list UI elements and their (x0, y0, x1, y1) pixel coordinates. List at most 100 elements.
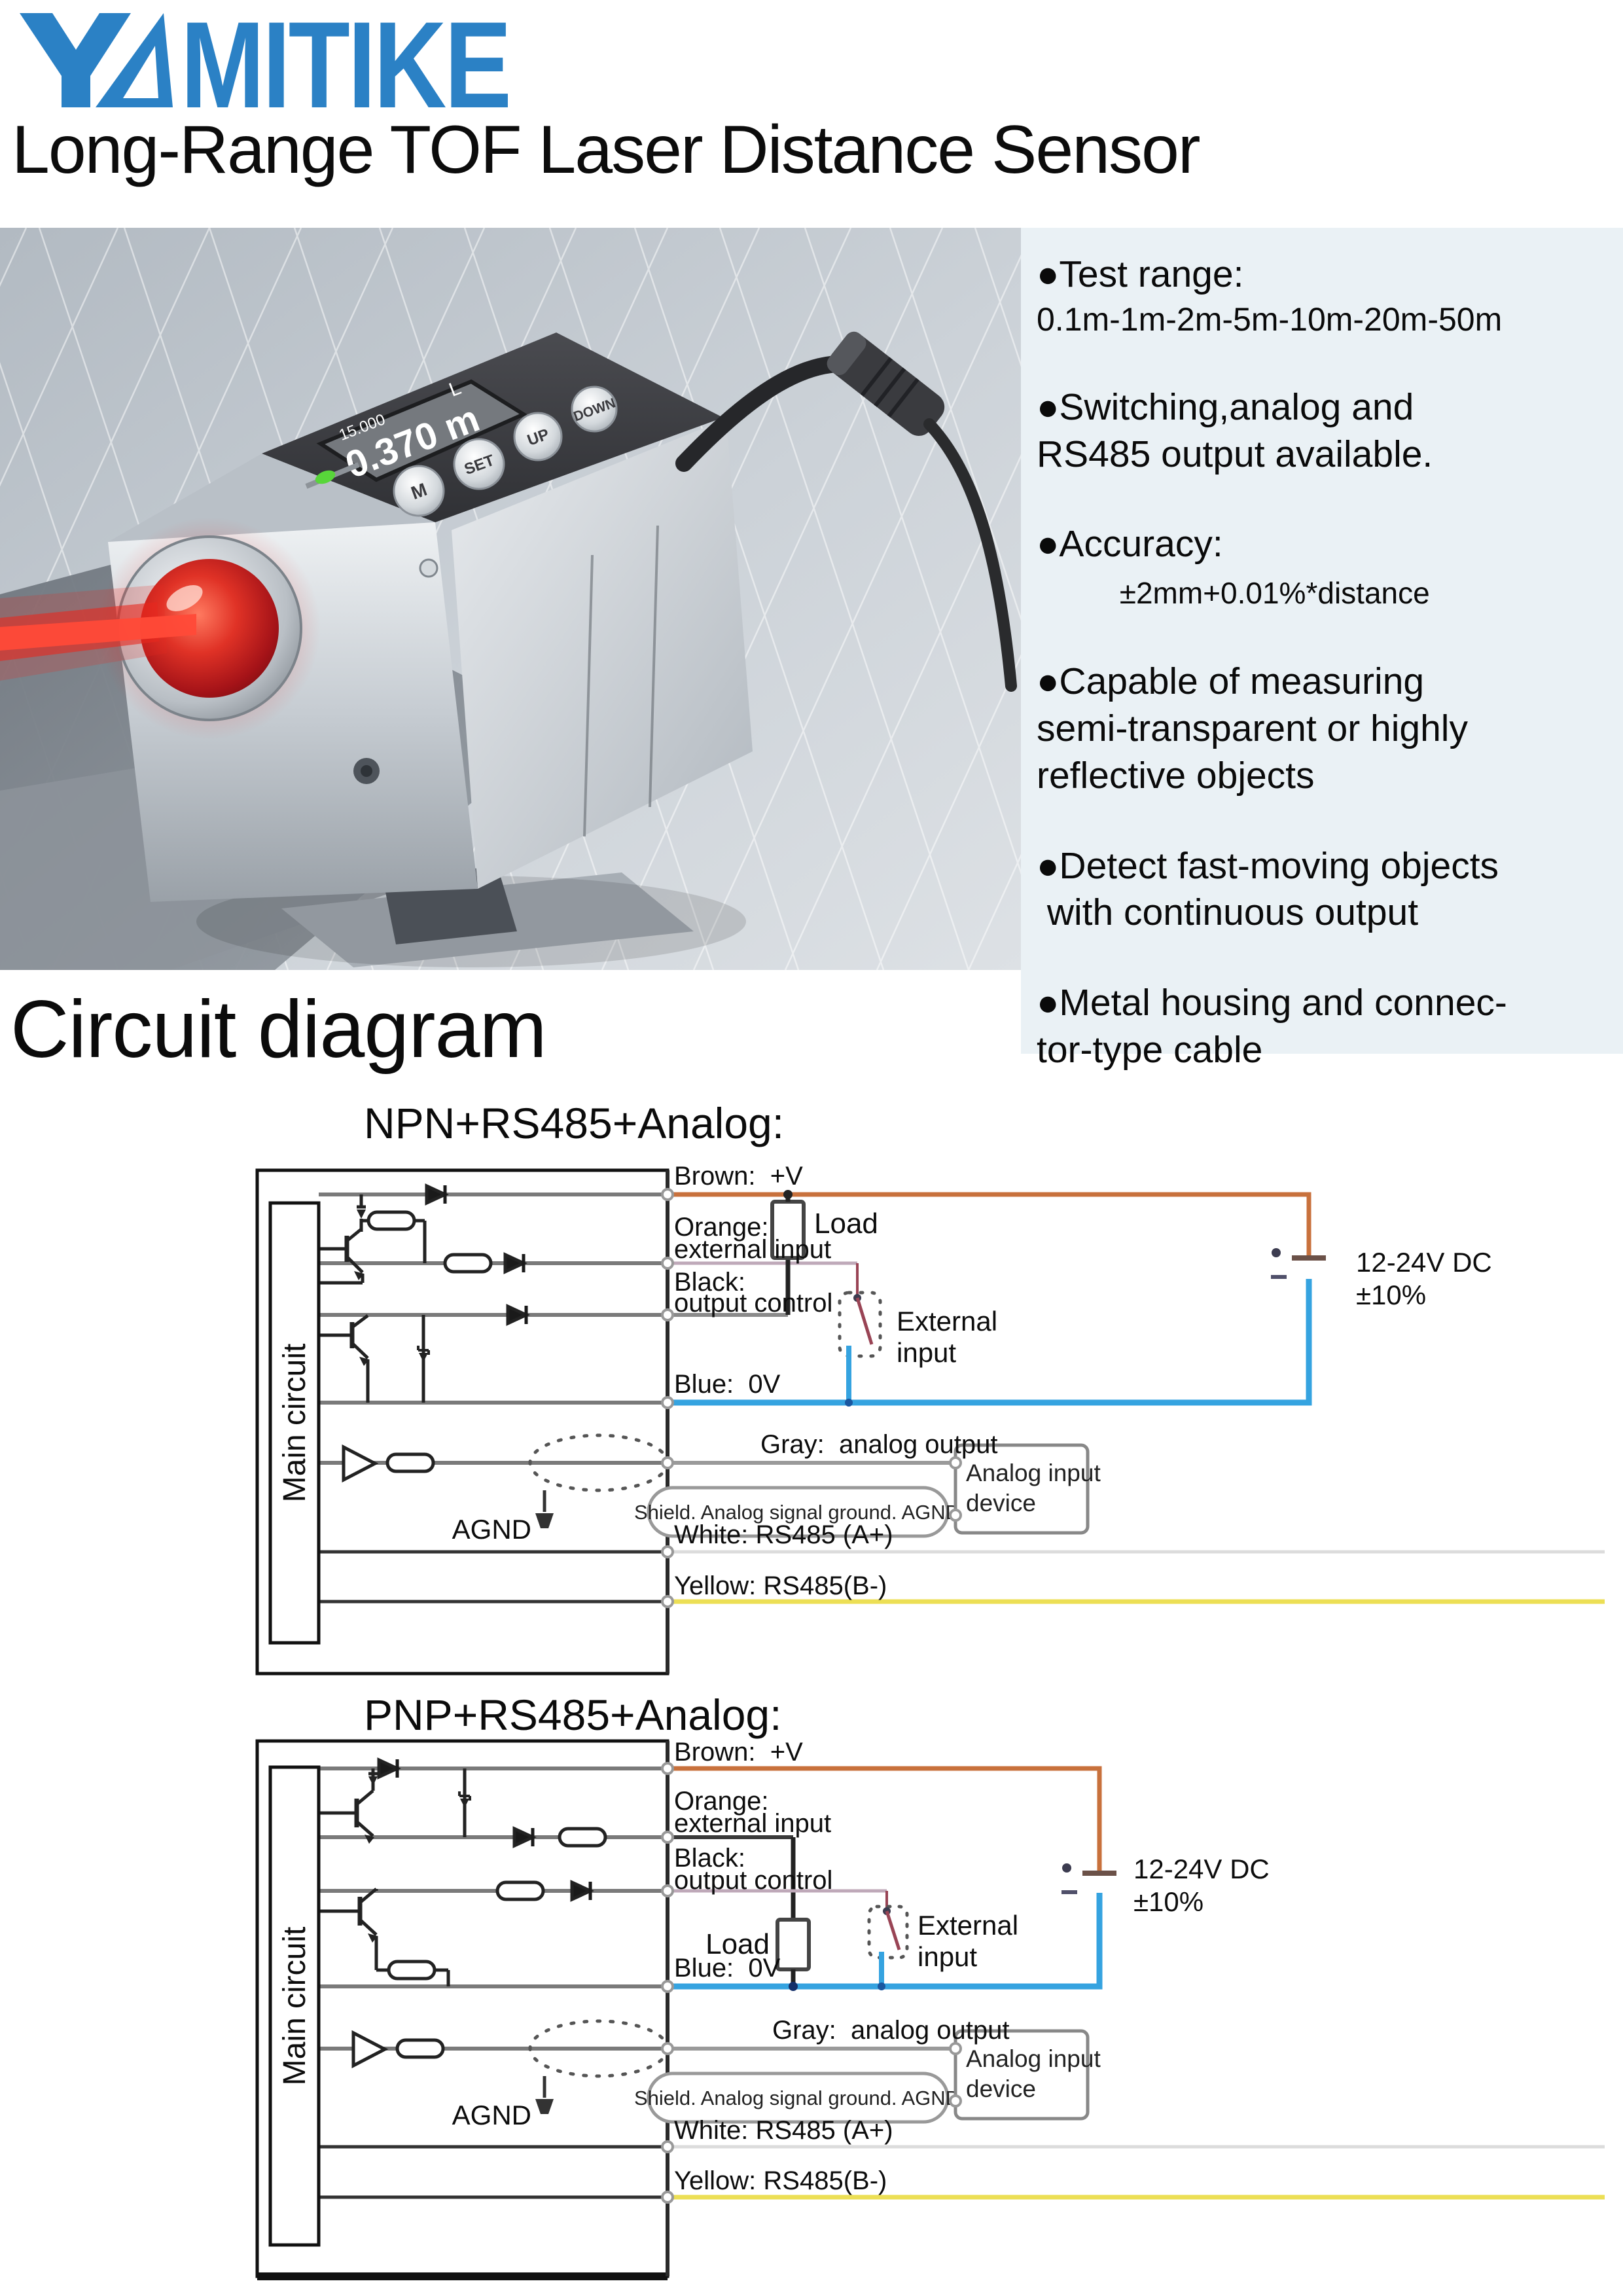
ground-icon (535, 1513, 554, 1528)
rs485-internal-wires (319, 2145, 668, 2199)
device-node (949, 1456, 962, 1469)
black-label: Black: (674, 1844, 745, 1873)
bus-nodes (661, 1762, 674, 2204)
feature-line: semi-transparent or highly (1037, 707, 1468, 749)
feature-value: ±2mm+0.01%*distance (1119, 576, 1430, 611)
pnp-circuit-diagram: Main circuit 12-24V DC ±10% Load Externa… (255, 1738, 1605, 2280)
shield-capsule (647, 1486, 950, 1538)
power-tolerance-label: ±10% (1133, 1886, 1204, 1917)
product-photo: 15.000 L 0.370 m M SET UP DOWN (0, 228, 1021, 970)
gray-label: Gray: analog output (772, 2016, 1009, 2045)
load-box (776, 1918, 811, 1971)
external-input-label: External (897, 1306, 997, 1336)
shadow (196, 876, 746, 967)
pnp-diagram-title: PNP+RS485+Analog: (364, 1691, 782, 1739)
feature-outputs: ●Switching,analog and RS485 output avail… (1037, 384, 1616, 478)
sensor-button-up[interactable] (513, 412, 563, 461)
laser-beam-icon (0, 584, 196, 681)
screw-hole-center (361, 765, 372, 777)
blue-label: Blue: 0V (674, 1954, 781, 1982)
external-input-switch-icon (838, 1291, 882, 1358)
sensor-buttons: M SET UP DOWN (393, 386, 618, 517)
blue-wire (668, 1279, 1312, 1406)
blue-label: Blue: 0V (674, 1370, 781, 1399)
brand-logo: MITIKE (20, 9, 512, 111)
main-circuit-box (268, 1201, 321, 1645)
internal-wires (319, 1193, 668, 1465)
plus-dot-icon (1272, 1248, 1281, 1257)
orange-label: Orange: (674, 1787, 769, 1816)
sensor-button-set[interactable] (453, 438, 505, 490)
section-title: Circuit diagram (10, 984, 547, 1075)
device-node-2 (949, 2094, 962, 2108)
logo-text: MITIKE (181, 9, 510, 111)
feature-line: ●Detect fast-moving objects (1037, 844, 1499, 887)
internal-components (319, 1185, 526, 1483)
features-panel: ●Test range: 0.1m-1m-2m-5m-10m-20m-50m ●… (1021, 228, 1623, 1071)
feature-line: ●Switching,analog and (1037, 386, 1414, 428)
black-label: Black: (674, 1268, 745, 1297)
feature-lead: ●Accuracy: (1037, 523, 1223, 565)
analog-device-label: Analog input (966, 1460, 1101, 1486)
sensor-cable (675, 331, 1017, 692)
analog-device-label: Analog input (966, 2045, 1101, 2072)
main-circuit-label: Main circuit (277, 1927, 312, 2086)
feature-line: ●Capable of measuring (1037, 660, 1425, 703)
logo-ya-icon: MITIKE (20, 9, 512, 111)
shield-label: Shield. Analog signal ground. AGND (634, 2087, 960, 2109)
external-input-switch-icon (867, 1905, 909, 1960)
black-label-2: output control (674, 1289, 832, 1318)
orange-label-2: external input (674, 1235, 831, 1264)
feature-line: RS485 output available. (1037, 433, 1433, 475)
load-label: Load (705, 1928, 770, 1960)
screw-icon (419, 558, 438, 578)
agnd-label: AGND (452, 2100, 531, 2130)
rs485-internal-wires (319, 1550, 668, 1604)
junction-dot-2 (878, 1982, 885, 1990)
orange-label-2: external input (674, 1809, 831, 1838)
green-led-icon (315, 470, 336, 484)
agnd-label: AGND (452, 1514, 531, 1545)
external-input-label-2: input (897, 1337, 956, 1368)
brown-wire (668, 1192, 1311, 1255)
black-label-2: output control (674, 1866, 832, 1895)
analog-device-label-2: device (966, 1490, 1036, 1516)
laser-lens (98, 517, 321, 740)
junction-dot (789, 1982, 798, 1991)
analog-device-box (954, 1443, 1090, 1535)
sensor-button-down[interactable] (571, 386, 618, 433)
blue-wire (668, 1893, 1103, 1990)
gray-label: Gray: analog output (760, 1430, 997, 1459)
power-label: 12-24V DC (1133, 1854, 1270, 1884)
external-input-label-2: input (918, 1941, 977, 1972)
feature-test-range: ●Test range: 0.1m-1m-2m-5m-10m-20m-50m (1037, 251, 1616, 341)
analog-device-box (954, 2029, 1090, 2121)
main-circuit-label: Main circuit (277, 1344, 312, 1503)
feature-line: 0.1m-1m-2m-5m-10m-20m-50m (1037, 300, 1503, 338)
internal-components (319, 1759, 605, 2069)
switch-lever (885, 1910, 901, 1950)
brown-label: Brown: +V (674, 1738, 803, 1767)
lens-highlight (166, 585, 203, 611)
power-label: 12-24V DC (1356, 1247, 1492, 1278)
page-title: Long-Range TOF Laser Distance Sensor (12, 112, 1201, 188)
yellow-label: Yellow: RS485(B-) (674, 1571, 887, 1600)
analog-device-label-2: device (966, 2075, 1036, 2102)
load-label: Load (814, 1208, 878, 1240)
external-input-label: External (918, 1910, 1018, 1941)
shield-label: Shield. Analog signal ground. AGND (634, 1501, 960, 1524)
sensor-button-m[interactable] (393, 465, 445, 517)
feature-fast-moving: ●Detect fast-moving objects with continu… (1037, 843, 1616, 937)
orange-label: Orange: (674, 1213, 769, 1242)
sensor-right-face (452, 419, 753, 889)
bus-nodes (661, 1188, 674, 1608)
white-label: White: RS485 (A+) (674, 2116, 893, 2145)
feature-line: ●Metal housing and connec- (1037, 982, 1507, 1024)
ground-icon (535, 2099, 554, 2114)
feature-line: reflective objects (1037, 754, 1315, 797)
feature-line: ●Test range: (1037, 253, 1244, 295)
junction-dot (845, 1399, 853, 1407)
npn-circuit-diagram: Main circuit 12-24V DC ±10% External inp… (255, 1162, 1605, 1676)
feature-accuracy: ●Accuracy: ±2mm+0.01%*distance (1037, 521, 1616, 615)
